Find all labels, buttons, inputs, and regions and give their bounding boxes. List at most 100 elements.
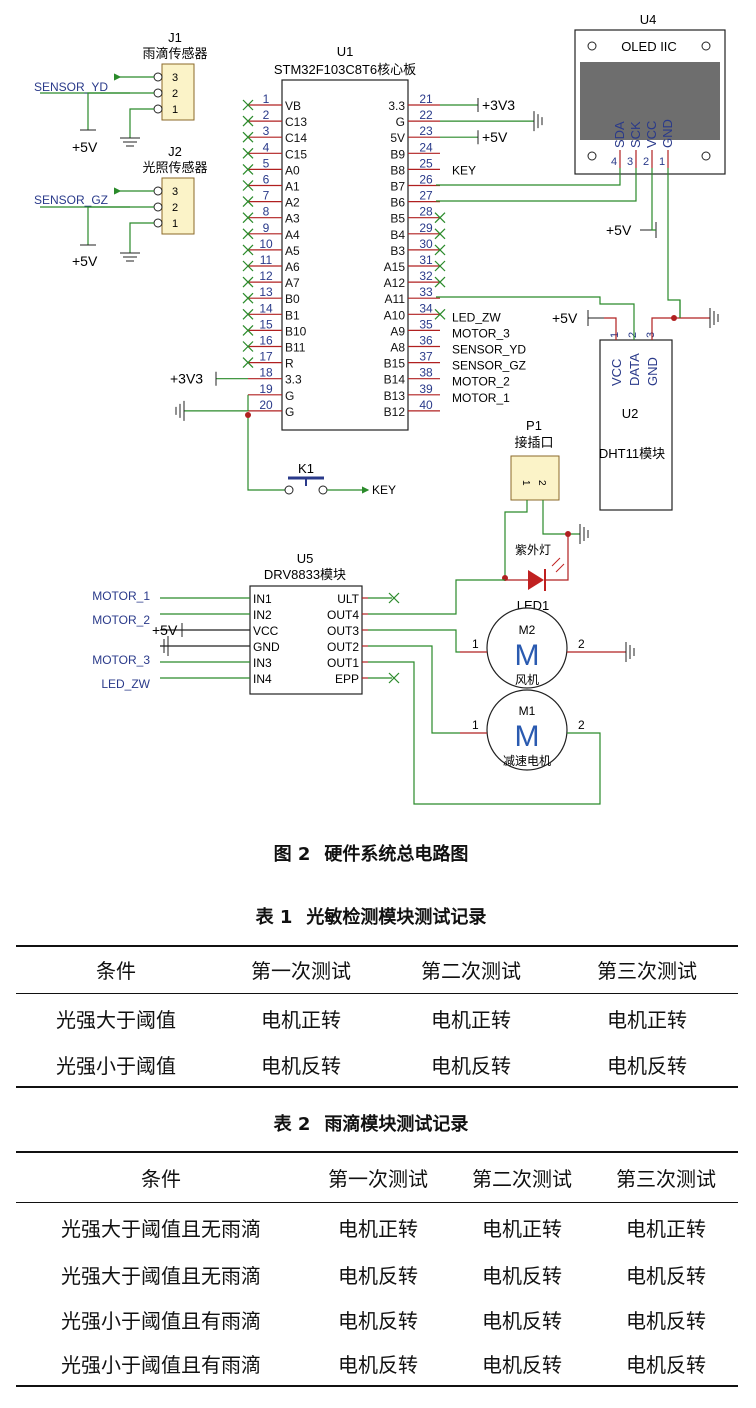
u1-name: STM32F103C8T6核心板 [274,62,416,77]
m2-pin2: 2 [578,637,585,651]
u1-pin-name: A9 [390,324,405,338]
u5-pin-name: GND [253,640,280,654]
j1-body [161,63,195,121]
j2-power: +5V [72,253,98,269]
k1-switch: K1 KEY [245,412,396,497]
j2-light-sensor: J2 光照传感器 3 2 1 SENSOR_GZ +5V [34,144,208,269]
u5-power-label: +5V [152,622,178,638]
p1-name: 接插口 [514,435,553,450]
u1-pin-name: A11 [385,292,406,306]
u4-pin-number: 1 [659,156,665,168]
no-connect-mark [434,228,446,240]
u1-pin-name: B8 [390,163,405,177]
u4-pin-number: 2 [643,156,649,168]
u2-pin-name: VCC [609,359,624,386]
j2-pin1: 1 [172,218,178,230]
u4-pin-name: VCC [644,121,659,148]
table-cell: 电机正转 [338,1216,418,1241]
u5-name: DRV8833模块 [264,567,346,582]
u1-pin-number: 40 [419,398,433,412]
no-connect-mark [388,672,400,684]
no-connect-mark [434,276,446,288]
u1-net-label: MOTOR_3 [452,326,510,340]
u1-pin-name: B1 [285,308,300,322]
u1-body [281,79,409,431]
u1-pin-name: C13 [285,115,307,129]
m1-ref: M1 [519,704,536,718]
led1-symbol [528,570,544,590]
u1-net-labels: +3V3+5VKEYLED_ZWMOTOR_3SENSOR_YDSENSOR_G… [170,97,543,421]
u2-pin-number: 2 [627,332,639,338]
u5-ref: U5 [297,551,314,566]
u1-pin-number: 25 [419,156,433,170]
u1-pin-name: A5 [285,244,300,258]
u1-pin-name: A1 [285,180,300,194]
table-row: 光强小于阈值 电机反转 电机反转 电机反转 [16,1043,738,1087]
u4-pin-number: 3 [627,156,633,168]
p1-ref: P1 [526,418,542,433]
table-cell: 电机正转 [482,1216,562,1241]
table-cell: 电机反转 [261,1054,341,1078]
table2-header-test2: 第二次测试 [472,1166,572,1191]
m1-symbol: M [515,720,540,753]
table-row: 光强大于阈值且无雨滴 电机正转 电机正转 电机正转 [16,1202,738,1252]
figure-caption-number: 图 2 [273,844,311,865]
m2-pin1: 1 [472,637,479,651]
bus-wires [436,168,681,340]
u1-pin-name: 3.3 [388,99,405,113]
led1-name: 紫外灯 [515,543,551,557]
no-connect-mark [242,324,254,336]
u1-pin-number: 23 [419,124,433,138]
u1-pin-name: G [285,389,294,403]
u5-net-label: MOTOR_2 [92,613,150,627]
u1-pin-number: 30 [419,237,433,251]
j1-net-label: SENSOR_YD [34,80,108,94]
table-row: 光强小于阈值且有雨滴 电机反转 电机反转 电机反转 [16,1297,738,1342]
u2-name: DHT11模块 [599,446,665,461]
u1-pin-number: 28 [419,205,433,219]
u1-pin-number: 33 [419,285,433,299]
m1-name: 减速电机 [503,754,551,768]
k1-net: KEY [372,483,396,497]
u1-pin-name: B5 [390,212,405,226]
u1-pin-number: 21 [419,92,433,106]
u1-pin-number: 38 [419,366,433,380]
table-cell: 电机反转 [338,1309,418,1333]
u1-net-label: SENSOR_YD [452,343,526,357]
u2-ref: U2 [622,406,639,421]
j1-pin2: 2 [172,88,178,100]
no-connect-mark [242,147,254,159]
no-connect-mark [388,592,400,604]
p1-pin1: 1 [520,480,531,486]
table-cell: 电机正转 [607,1007,687,1032]
table-cell: 电机反转 [626,1264,706,1288]
no-connect-mark [242,276,254,288]
u1-pin-name: B10 [285,324,307,338]
table-cell: 电机反转 [338,1353,418,1377]
table-row: 光强大于阈值 电机正转 电机正转 电机正转 [16,993,738,1043]
u1-pin-name: B15 [384,357,406,371]
u4-pin-number: 4 [611,156,617,168]
u1-pin-number: 3 [263,124,270,138]
m1-pin2: 2 [578,718,585,732]
u1-pin-number: 16 [259,334,273,348]
u1-pin-name: B9 [390,147,405,161]
j2-pin2: 2 [172,202,178,214]
table-row: 光强大于阈值且无雨滴 电机反转 电机反转 电机反转 [16,1252,738,1297]
p1-body [510,455,560,501]
u1-pin-number: 36 [419,334,433,348]
table2-header-test3: 第三次测试 [616,1166,716,1191]
u1-pin-number: 6 [263,173,270,187]
u1-pin-name: C15 [285,147,307,161]
j2-pin3: 3 [172,186,178,198]
u1-pin-number: 31 [419,253,433,267]
table-cell: 电机正转 [626,1216,706,1241]
table-cell: 光强大于阈值且无雨滴 [61,1264,261,1288]
j1-pin1: 1 [172,104,178,116]
u5-pin-name: IN2 [253,608,272,622]
u1-pin-number: 5 [263,156,270,170]
